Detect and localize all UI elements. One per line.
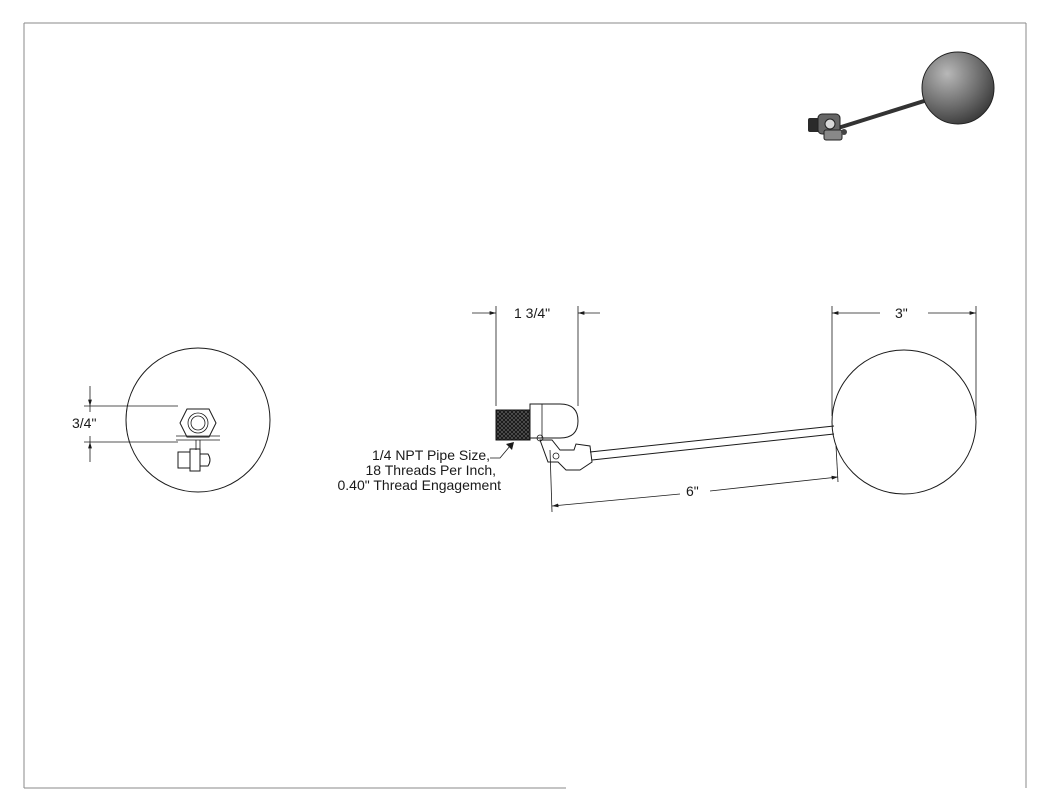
valve-body [529,403,579,439]
isometric-view [808,51,995,141]
float-ball [831,349,977,495]
end-view: 3/4" [72,347,271,493]
thread-note-line3: 0.40" Thread Engagement [338,477,502,493]
float-diameter-dimension: 3" [895,305,908,321]
float-rod [589,425,835,453]
thread-section [495,409,531,441]
fitting-height-dimension: 3/4" [72,415,96,431]
arm-length-dimension: 6" [686,483,699,499]
thread-note-line2: 18 Threads Per Inch, [366,462,496,478]
side-view: 1 3/4" 3" 6" 1/4 NPT Pipe Size, 18 Threa… [338,305,977,513]
lever-bracket [539,439,593,471]
thread-note-line1: 1/4 NPT Pipe Size, [372,447,490,463]
drawing-frame [23,22,1027,789]
thread-length-dimension: 1 3/4" [514,305,550,321]
